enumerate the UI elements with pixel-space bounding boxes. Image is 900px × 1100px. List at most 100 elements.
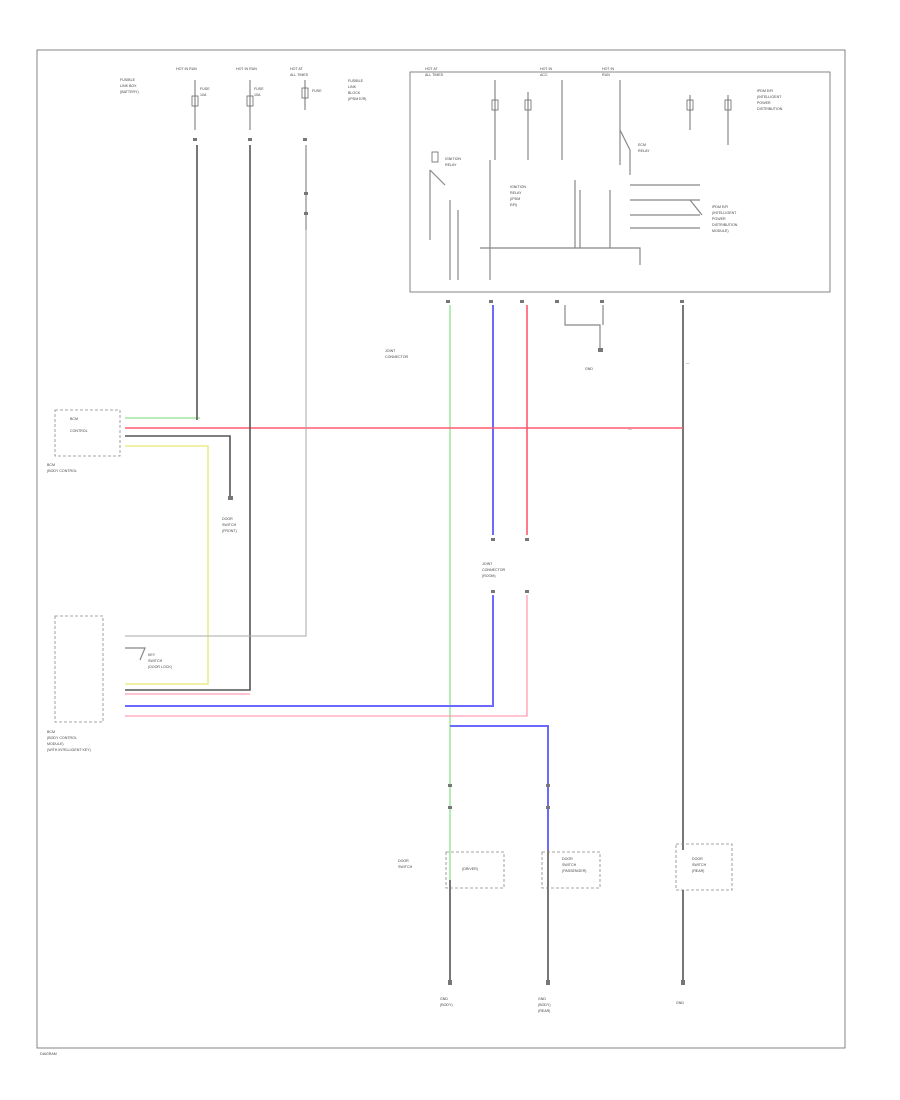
sensor-right-label-3: (PASSENGER) [562, 869, 587, 873]
blue-wire-lower [125, 595, 494, 707]
combination-conn-1 [491, 538, 495, 541]
mid-relay-label-2: RELAY [510, 191, 522, 195]
sensor-mid-label-3: (FRONT) [222, 529, 237, 533]
combination-label-3: (ROOM) [482, 574, 496, 578]
fuse-a-label: HOT IN RUN [176, 67, 197, 71]
ipdm-label: IPDM E/R [757, 89, 773, 93]
ipdm-fuse-5 [686, 99, 694, 111]
diagram-frame [36, 49, 846, 1049]
bcm-lower-sub-label-3: (DOOR LOCK) [148, 665, 172, 669]
footer-label: DIAGRAM [40, 1052, 57, 1056]
fuse-c-label: HOT AT [290, 67, 303, 71]
blue-wire-to-right-switch [450, 725, 549, 850]
fuse-d-label: HOT AT [425, 67, 438, 71]
bcm-lower-sub-label: KEY [148, 653, 156, 657]
ipdm-module-label-3: POWER [712, 217, 726, 221]
ground-e-wire [564, 305, 601, 348]
ipdm-module-pins [630, 184, 700, 229]
ground-right-symbol [681, 980, 685, 985]
ipdm-module-label: IPDM E/R [712, 205, 728, 209]
bcm-lower-label-2: (BODY CONTROL [47, 736, 77, 740]
fuse-b-label-3: 10A [254, 93, 261, 97]
sensor-far-label-2: SWITCH [692, 863, 707, 867]
fuse-e-label: HOT IN [540, 67, 553, 71]
ground-right-label: GND [676, 1001, 684, 1005]
connector-c-1 [303, 138, 307, 141]
combination-label-2: CONNECTOR [482, 568, 505, 572]
bcm-gray-wire [125, 435, 231, 500]
fuse-f-label-2: RUN [602, 73, 610, 77]
combination-conn-2 [525, 538, 529, 541]
bcm-lower-label: BCM [47, 730, 55, 734]
fuse-block-mid-label: FUSIBLE [348, 79, 364, 83]
ipdm-label-4: DISTRIBUTION [757, 107, 783, 111]
bcm-lower-switch [125, 647, 146, 661]
wire-b-to-bcm-lower [125, 178, 251, 691]
red-wire-lower [125, 595, 528, 717]
ground-mid-label-3: (REAR) [538, 1009, 550, 1013]
sensor-right-label: DOOR [562, 857, 573, 861]
ipdm-module-label-4: DISTRIBUTION [712, 223, 738, 227]
fuse-group-left: FUSIBLE LINK BOX (BATTERY) HOT IN RUN FU… [120, 67, 366, 230]
sensor-far-label-3: (REAR) [692, 869, 704, 873]
fuse-b-label: HOT IN RUN [236, 67, 257, 71]
fuse-block-left-label: FUSIBLE [120, 78, 136, 82]
ipdm-label-3: POWER [757, 101, 771, 105]
fuse-c-icon [301, 87, 309, 99]
ipdm-module: HOT AT ALL TIMES HOT IN ACC HOT IN RUN I… [409, 67, 831, 293]
ipdm-relay-fuse [431, 151, 439, 163]
mid-relay-label: IGNITION [510, 185, 526, 189]
fuse-a-icon [191, 95, 199, 107]
connector-c-3 [304, 212, 308, 215]
ipdm-bus [480, 247, 641, 265]
combination-conn-4 [525, 590, 529, 593]
ground-left-symbol [448, 980, 452, 985]
sensor-left-label: DOOR [398, 859, 409, 863]
connector-a-1 [193, 138, 197, 141]
fuse-block-left-label-2: LINK BOX [120, 84, 137, 88]
fuse-d-label-2: ALL TIMES [425, 73, 444, 77]
bottom-components: DOOR SWITCH (DRIVER) GND (BODY) DOOR SWI… [398, 784, 733, 1013]
ground-mid-label-2: (BODY) [538, 1003, 551, 1007]
sensor-left-label-2: SWITCH [398, 865, 413, 869]
bcm-upper-box [54, 409, 121, 457]
ipdm-fuse-6 [724, 99, 732, 111]
ground-left-label: GND [440, 997, 448, 1001]
sensor-right-label-2: SWITCH [562, 863, 577, 867]
ipdm-fuse-2 [524, 99, 532, 111]
combination-conn-3 [491, 590, 495, 593]
ipdm-relay-switch-3 [689, 199, 703, 216]
ipdm-conn-2 [489, 300, 493, 303]
right-wire-tag: — [686, 361, 690, 365]
mid-relay-label-4: E/R) [510, 203, 517, 207]
ipdm-conn-5 [600, 300, 604, 303]
fuse-block-mid-label-3: BLOCK [348, 91, 361, 95]
fuse-e-label-2: ACC [540, 73, 548, 77]
fuse-block-mid-label-2: LINK [348, 85, 357, 89]
bcm-upper-pin-2: CONTROL [70, 429, 88, 433]
ground-left-label-2: (BODY) [440, 1003, 453, 1007]
fuse-block-left-label-3: (BATTERY) [120, 90, 139, 94]
ground-mid-symbol [546, 980, 550, 985]
bcm-upper-label-2: (BODY CONTROL [47, 469, 77, 473]
mid-relay-label-3: (IPDM [510, 197, 520, 201]
yellow-wire [125, 445, 209, 685]
sensor-far-label: DOOR [692, 857, 703, 861]
ipdm-conn-1 [446, 300, 450, 303]
fuse-c-label-3: FUSE [312, 89, 322, 93]
ignition-relay-label: IGNITION [445, 157, 461, 161]
fuse-c-label-2: ALL TIMES [290, 73, 309, 77]
ipdm-fuse-1 [491, 99, 499, 111]
ipdm-conn-4 [555, 300, 559, 303]
connector-b-1 [248, 138, 252, 141]
bcm-upper-label: BCM [47, 463, 55, 467]
fuse-b-icon [246, 95, 254, 107]
bcm-upper-pin-1: BCM [70, 417, 78, 421]
connector-c-2 [304, 192, 308, 195]
ipdm-box [409, 71, 831, 293]
red-wire-tag: — [628, 427, 632, 431]
fuse-a-label-2: FUSE [200, 87, 210, 91]
ecm-relay-label-2: RELAY [638, 149, 650, 153]
ipdm-label-2: (INTELLIGENT [757, 95, 782, 99]
